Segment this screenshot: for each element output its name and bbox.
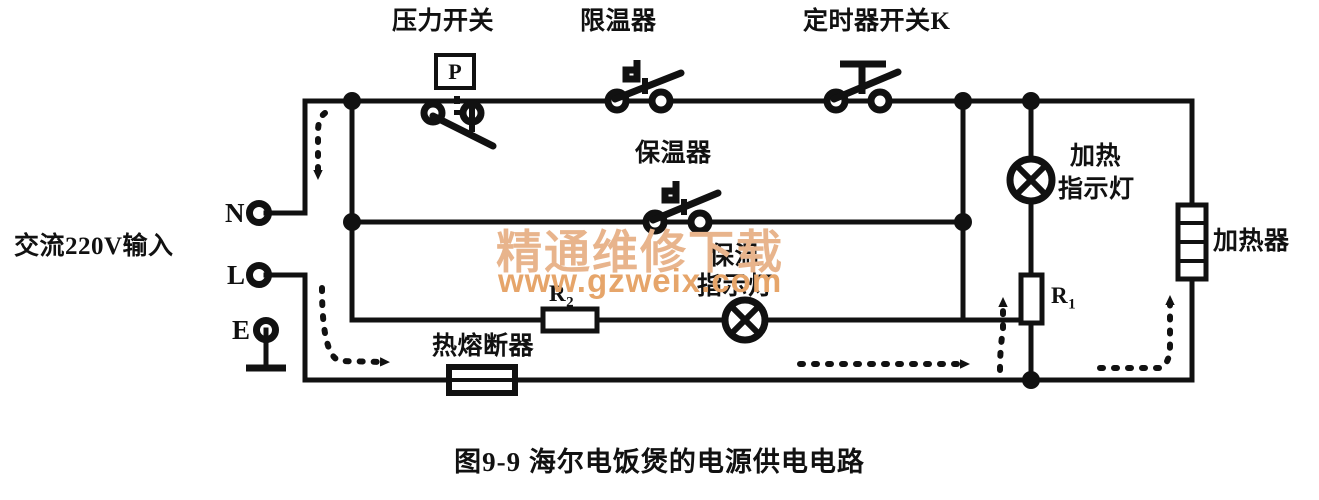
node-top-left — [343, 92, 361, 110]
resistor-r2-letter: R — [549, 281, 567, 306]
heater-symbol — [1175, 202, 1209, 282]
label-thermal-fuse: 热熔断器 — [432, 333, 535, 360]
resistor-r2-symbol — [540, 306, 600, 334]
label-temp-limiter: 限温器 — [580, 8, 657, 35]
node-mid-inner-right — [954, 213, 972, 231]
label-warm-indicator-line2: 指示灯 — [697, 273, 774, 300]
keep-warm-switch-symbol[interactable] — [642, 181, 722, 235]
heat-indicator-lamp-symbol — [1006, 155, 1056, 205]
label-resistor-r1: R1 — [1051, 283, 1076, 313]
resistor-r1-subscript: 1 — [1068, 296, 1077, 313]
flow-arrow-n-down — [313, 110, 328, 180]
node-mid-left — [343, 213, 361, 231]
resistor-r1-letter: R — [1051, 283, 1069, 308]
keep-warm-contact-right — [687, 209, 713, 235]
resistor-r1-symbol — [1018, 272, 1045, 326]
pressure-switch-symbol[interactable] — [305, 82, 600, 150]
label-resistor-r2: R2 — [549, 281, 574, 311]
terminal-label-n: N — [225, 198, 245, 228]
label-heat-indicator-line2: 指示灯 — [1058, 176, 1135, 203]
timer-switch-contact-right — [867, 88, 893, 114]
temp-limiter-bimetal-glyph — [622, 60, 641, 83]
flow-arrow-up-heater — [1097, 295, 1175, 371]
terminal-circles — [246, 200, 279, 343]
temp-limiter-symbol[interactable] — [604, 60, 685, 114]
label-ac-input: 交流220V输入 — [14, 233, 174, 260]
resistor-r2-subscript: 2 — [566, 294, 575, 311]
terminal-e-dot — [253, 317, 279, 343]
warm-indicator-lamp-symbol — [721, 296, 769, 344]
label-heat-indicator-line1: 加热 — [1070, 143, 1122, 170]
pressure-switch-p-letter: P — [448, 58, 462, 84]
label-warm-indicator-line1: 保温 — [709, 243, 761, 270]
wire-group — [263, 98, 1195, 383]
keep-warm-bimetal-glyph — [661, 181, 680, 204]
flow-arrow-l-to-bottom — [319, 285, 390, 367]
junction-nodes — [343, 92, 1040, 389]
label-keep-warm-device: 保温器 — [635, 140, 712, 167]
terminal-label-e: E — [232, 315, 251, 345]
timer-switch-lever — [830, 68, 902, 103]
node-top-inner-right — [954, 92, 972, 110]
terminal-label-l: L — [227, 260, 246, 290]
pressure-switch-lever — [429, 112, 497, 150]
terminal-l-dot — [246, 262, 272, 288]
temp-limiter-contact-right — [648, 88, 674, 114]
label-heater: 加热器 — [1213, 228, 1290, 255]
label-timer-switch: 定时器开关K — [803, 8, 951, 35]
timer-switch-symbol[interactable] — [823, 60, 902, 114]
thermal-fuse-symbol — [446, 364, 518, 396]
node-bottom-heat-branch — [1022, 371, 1040, 389]
flow-arrow-up-r1 — [997, 297, 1008, 373]
node-top-heat-branch — [1022, 92, 1040, 110]
current-flow-arrows — [313, 110, 1175, 373]
terminal-n-dot — [246, 200, 272, 226]
label-pressure-switch: 压力开关 — [392, 8, 495, 35]
figure-caption: 图9-9 海尔电饭煲的电源供电电路 — [454, 447, 865, 477]
pressure-switch-p-box: P — [434, 53, 476, 90]
